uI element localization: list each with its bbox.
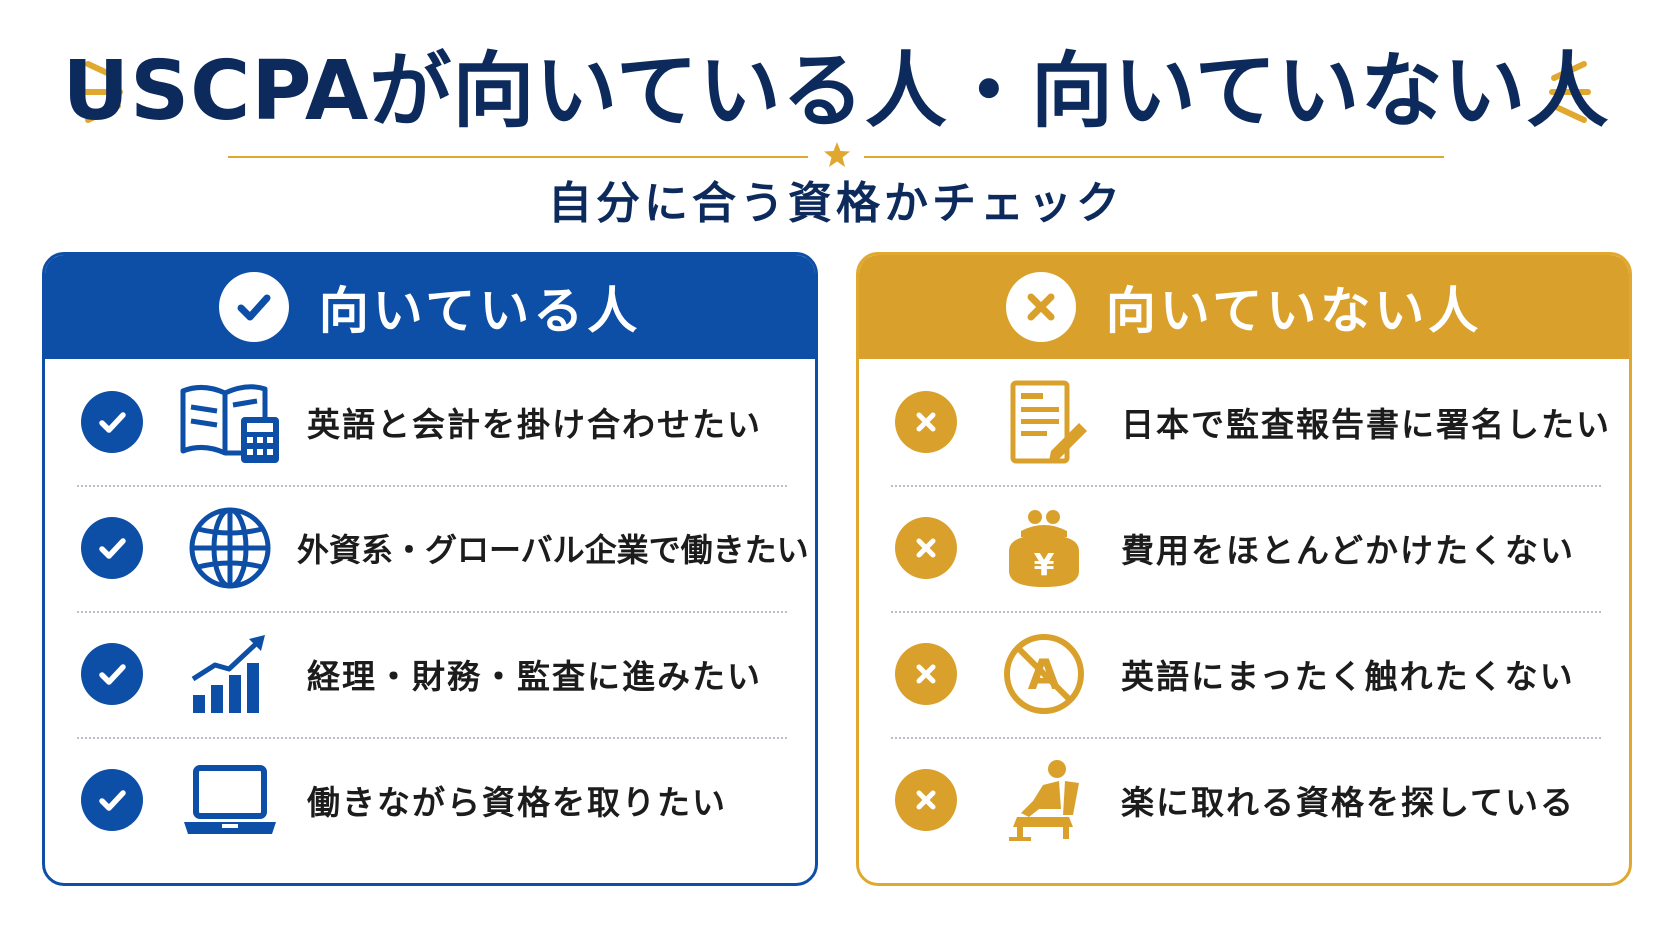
list-item: 経理・財務・監査に進みたい: [45, 611, 815, 737]
list-item: 英語と会計を掛け合わせたい: [45, 359, 815, 485]
check-icon: [81, 517, 143, 579]
unsuitable-header: 向いていない人: [859, 255, 1629, 359]
suitable-header: 向いている人: [45, 255, 815, 359]
suitable-heading: 向いている人: [318, 282, 642, 340]
svg-text:¥: ¥: [1034, 548, 1055, 583]
list-item: 働きながら資格を取りたい: [45, 737, 815, 863]
globe-icon: [175, 498, 285, 598]
list-item-label: 英語と会計を掛け合わせたい: [307, 405, 762, 444]
list-item-label: 経理・財務・監査に進みたい: [307, 657, 762, 696]
book-calculator-icon: [175, 372, 285, 472]
check-icon: [218, 272, 289, 342]
list-item-label: 外資系・グローバル企業で働きたい: [297, 531, 809, 569]
suitable-panel: 向いている人: [42, 252, 818, 886]
list-item: 楽に取れる資格を探している: [859, 737, 1629, 863]
subtitle: 自分に合う資格かチェック: [548, 178, 1124, 229]
person-relaxing-icon: [989, 750, 1099, 850]
page-title: USCPAが向いている人・向いていない人: [62, 44, 1610, 139]
cross-icon: [895, 517, 957, 579]
list-item-label: 日本で監査報告書に署名したい: [1121, 405, 1611, 444]
divider-right: [864, 156, 1444, 158]
list-item: A 英語にまったく触れたくない: [859, 611, 1629, 737]
divider-left: [228, 156, 808, 158]
burst-right-icon: [1549, 61, 1591, 123]
document-signature-icon: [989, 372, 1099, 472]
cross-icon: [895, 769, 957, 831]
list-item: 日本で監査報告書に署名したい: [859, 359, 1629, 485]
cross-icon: [895, 391, 957, 453]
unsuitable-heading: 向いていない人: [1105, 282, 1483, 340]
list-item-label: 費用をほとんどかけたくない: [1121, 531, 1576, 570]
yen-purse-icon: ¥: [989, 498, 1099, 598]
list-item: 外資系・グローバル企業で働きたい: [45, 485, 815, 611]
list-item: ¥ 費用をほとんどかけたくない: [859, 485, 1629, 611]
laptop-icon: [175, 750, 285, 850]
check-icon: [81, 391, 143, 453]
list-item-label: 働きながら資格を取りたい: [307, 783, 727, 822]
check-icon: [81, 769, 143, 831]
unsuitable-panel: 向いていない人: [856, 252, 1632, 886]
check-icon: [81, 643, 143, 705]
no-english-icon: A: [989, 624, 1099, 724]
growth-chart-icon: [175, 624, 285, 724]
list-item-label: 英語にまったく触れたくない: [1121, 657, 1575, 696]
list-item-label: 楽に取れる資格を探している: [1121, 783, 1576, 822]
burst-left-icon: [81, 61, 123, 123]
star-icon: [824, 142, 850, 167]
cross-icon: [1005, 272, 1076, 342]
cross-icon: [895, 643, 957, 705]
